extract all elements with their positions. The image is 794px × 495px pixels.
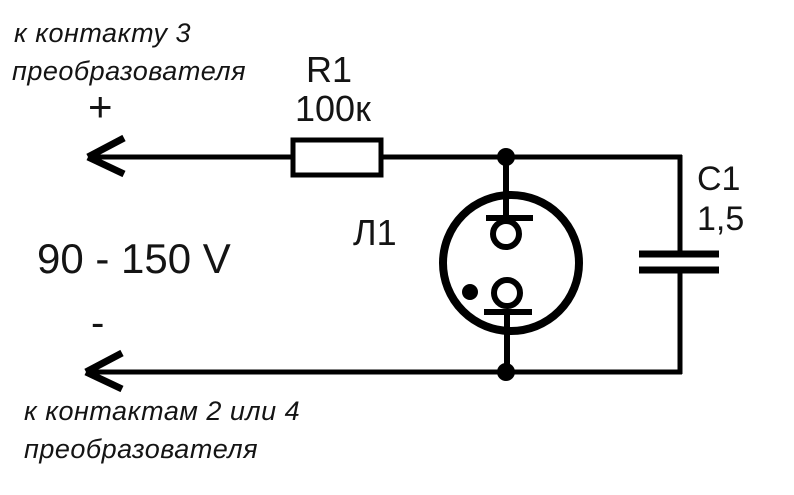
resistor-body: [290, 137, 384, 178]
top-arrowhead-barb-upper: [86, 134, 126, 161]
lamp-ref-label: Л1: [353, 212, 397, 253]
bottom-arrowhead-barb-upper: [84, 349, 124, 376]
resistor-value-label: 100к: [295, 88, 371, 129]
top-arrowhead-barb-lower: [86, 153, 126, 178]
lamp-bulb-circle: [439, 191, 583, 335]
bottom-junction-dot: [497, 363, 515, 381]
capacitor-ref-label: C1: [697, 160, 741, 198]
lamp-top-electrode-circle: [490, 218, 522, 250]
capacitor-branch: [639, 155, 719, 374]
capacitor-value-label: 1,5: [697, 200, 745, 238]
minus-polarity-sign: -: [91, 301, 105, 345]
lamp-bottom-electrode-circle: [491, 277, 523, 309]
plus-polarity-sign: +: [88, 83, 113, 130]
gas-fill-dot: [462, 284, 478, 300]
voltage-range-label: 90 - 150 V: [37, 235, 231, 282]
bottom-terminal-label-line2: преобразователя: [24, 434, 259, 464]
neon-lamp-symbol: [439, 157, 583, 372]
positive-rail: [86, 134, 682, 178]
bottom-terminal-label-line1: к контактам 2 или 4: [24, 396, 301, 426]
top-terminal-label-line2: преобразователя: [12, 56, 247, 86]
top-terminal-label-line1: к контакту 3: [14, 18, 192, 48]
resistor-ref-label: R1: [306, 49, 353, 90]
negative-rail: [84, 349, 682, 393]
bottom-arrowhead-barb-lower: [84, 368, 124, 393]
